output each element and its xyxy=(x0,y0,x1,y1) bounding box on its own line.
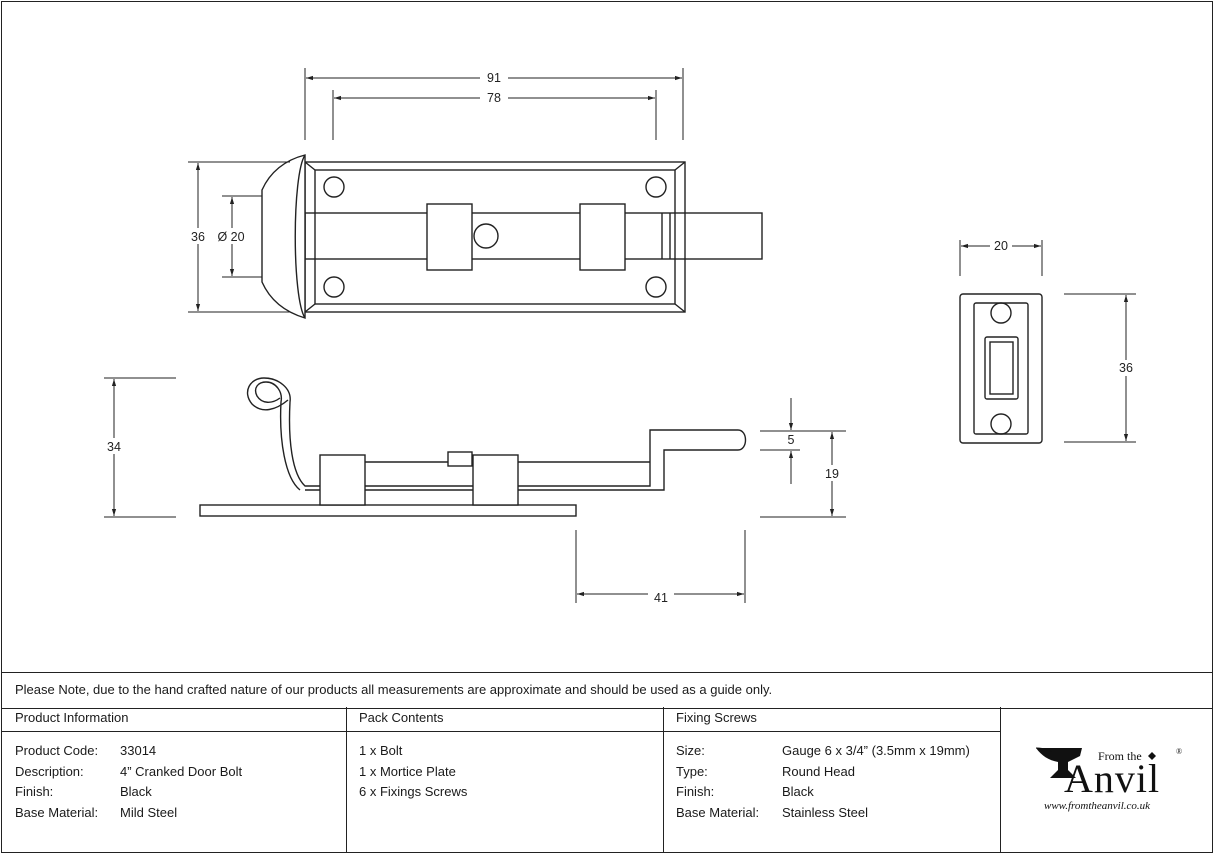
dim-knob-diameter: Ø 20 xyxy=(217,230,244,244)
row-value: Round Head xyxy=(782,763,855,779)
row-label: Base Material: xyxy=(676,804,760,820)
dim-plate-height: 36 xyxy=(191,230,205,244)
row-label: Type: xyxy=(676,763,708,779)
pack-contents-panel: Pack Contents 1 x Bolt 1 x Mortice Plate… xyxy=(346,707,664,853)
note-text: Please Note, due to the hand crafted nat… xyxy=(15,682,773,697)
row-label: Finish: xyxy=(15,784,54,799)
keep-plate xyxy=(959,293,1043,444)
fixing-screws-panel: Fixing Screws Size: Gauge 6 x 3/4” (3.5mm… xyxy=(663,707,1001,853)
list-item-text: 1 x Bolt xyxy=(359,743,403,758)
from-the-anvil-logo: From the ® Anvil www.fromtheanvil.co.uk xyxy=(1002,708,1212,852)
product-information-panel: Product Information Product Code: 33014 D… xyxy=(2,707,347,853)
logo-from-the: From the xyxy=(1098,749,1142,763)
dim-bolt-projection: 41 xyxy=(654,591,668,605)
logo-registered: ® xyxy=(1176,747,1182,756)
list-item-text: 6 x Fixings Screws xyxy=(359,784,468,799)
logo-name: Anvil xyxy=(1064,756,1160,801)
fixing-screws-header: Fixing Screws xyxy=(663,707,1000,732)
row-value: 33014 xyxy=(120,743,157,758)
row-value: Black xyxy=(120,784,152,799)
drawing-canvas: 91 78 36 Ø 20 34 5 19 41 xyxy=(104,68,1138,606)
side-view-bolt xyxy=(199,377,747,517)
dim-crank-offset: 5 xyxy=(788,433,795,447)
dim-bolt-height: 19 xyxy=(825,467,839,481)
row-label: Description: xyxy=(15,763,84,779)
dim-side-height: 34 xyxy=(107,440,121,454)
dim-plate-length: 78 xyxy=(487,91,501,105)
row-value: Gauge 6 x 3/4” (3.5mm x 19mm) xyxy=(782,743,970,758)
dim-keep-width: 20 xyxy=(994,239,1008,253)
row-value: Black xyxy=(782,784,814,799)
pack-contents-header: Pack Contents xyxy=(346,707,663,732)
logo-url: www.fromtheanvil.co.uk xyxy=(1044,800,1151,812)
list-item-text: 1 x Mortice Plate xyxy=(359,763,456,779)
row-label: Product Code: xyxy=(15,743,99,758)
product-information-heading: Product Information xyxy=(15,710,129,725)
row-label: Base Material: xyxy=(15,804,99,820)
dim-keep-height: 36 xyxy=(1119,361,1133,375)
row-label: Size: xyxy=(676,743,705,758)
measurement-note: Please Note, due to the hand crafted nat… xyxy=(2,672,1212,709)
keep-dimensions xyxy=(959,240,1136,443)
product-information-header: Product Information xyxy=(2,707,346,732)
anvil-logo-graphic: From the ® Anvil www.fromtheanvil.co.uk xyxy=(1035,747,1182,812)
row-value: 4” Cranked Door Bolt xyxy=(120,763,243,779)
row-value: Mild Steel xyxy=(120,804,178,820)
dim-overall-length: 91 xyxy=(487,71,501,85)
pack-contents-heading: Pack Contents xyxy=(359,710,444,725)
top-view-bolt xyxy=(261,154,763,319)
row-label: Finish: xyxy=(676,784,715,799)
row-value: Stainless Steel xyxy=(782,804,868,820)
fixing-screws-heading: Fixing Screws xyxy=(676,710,757,725)
